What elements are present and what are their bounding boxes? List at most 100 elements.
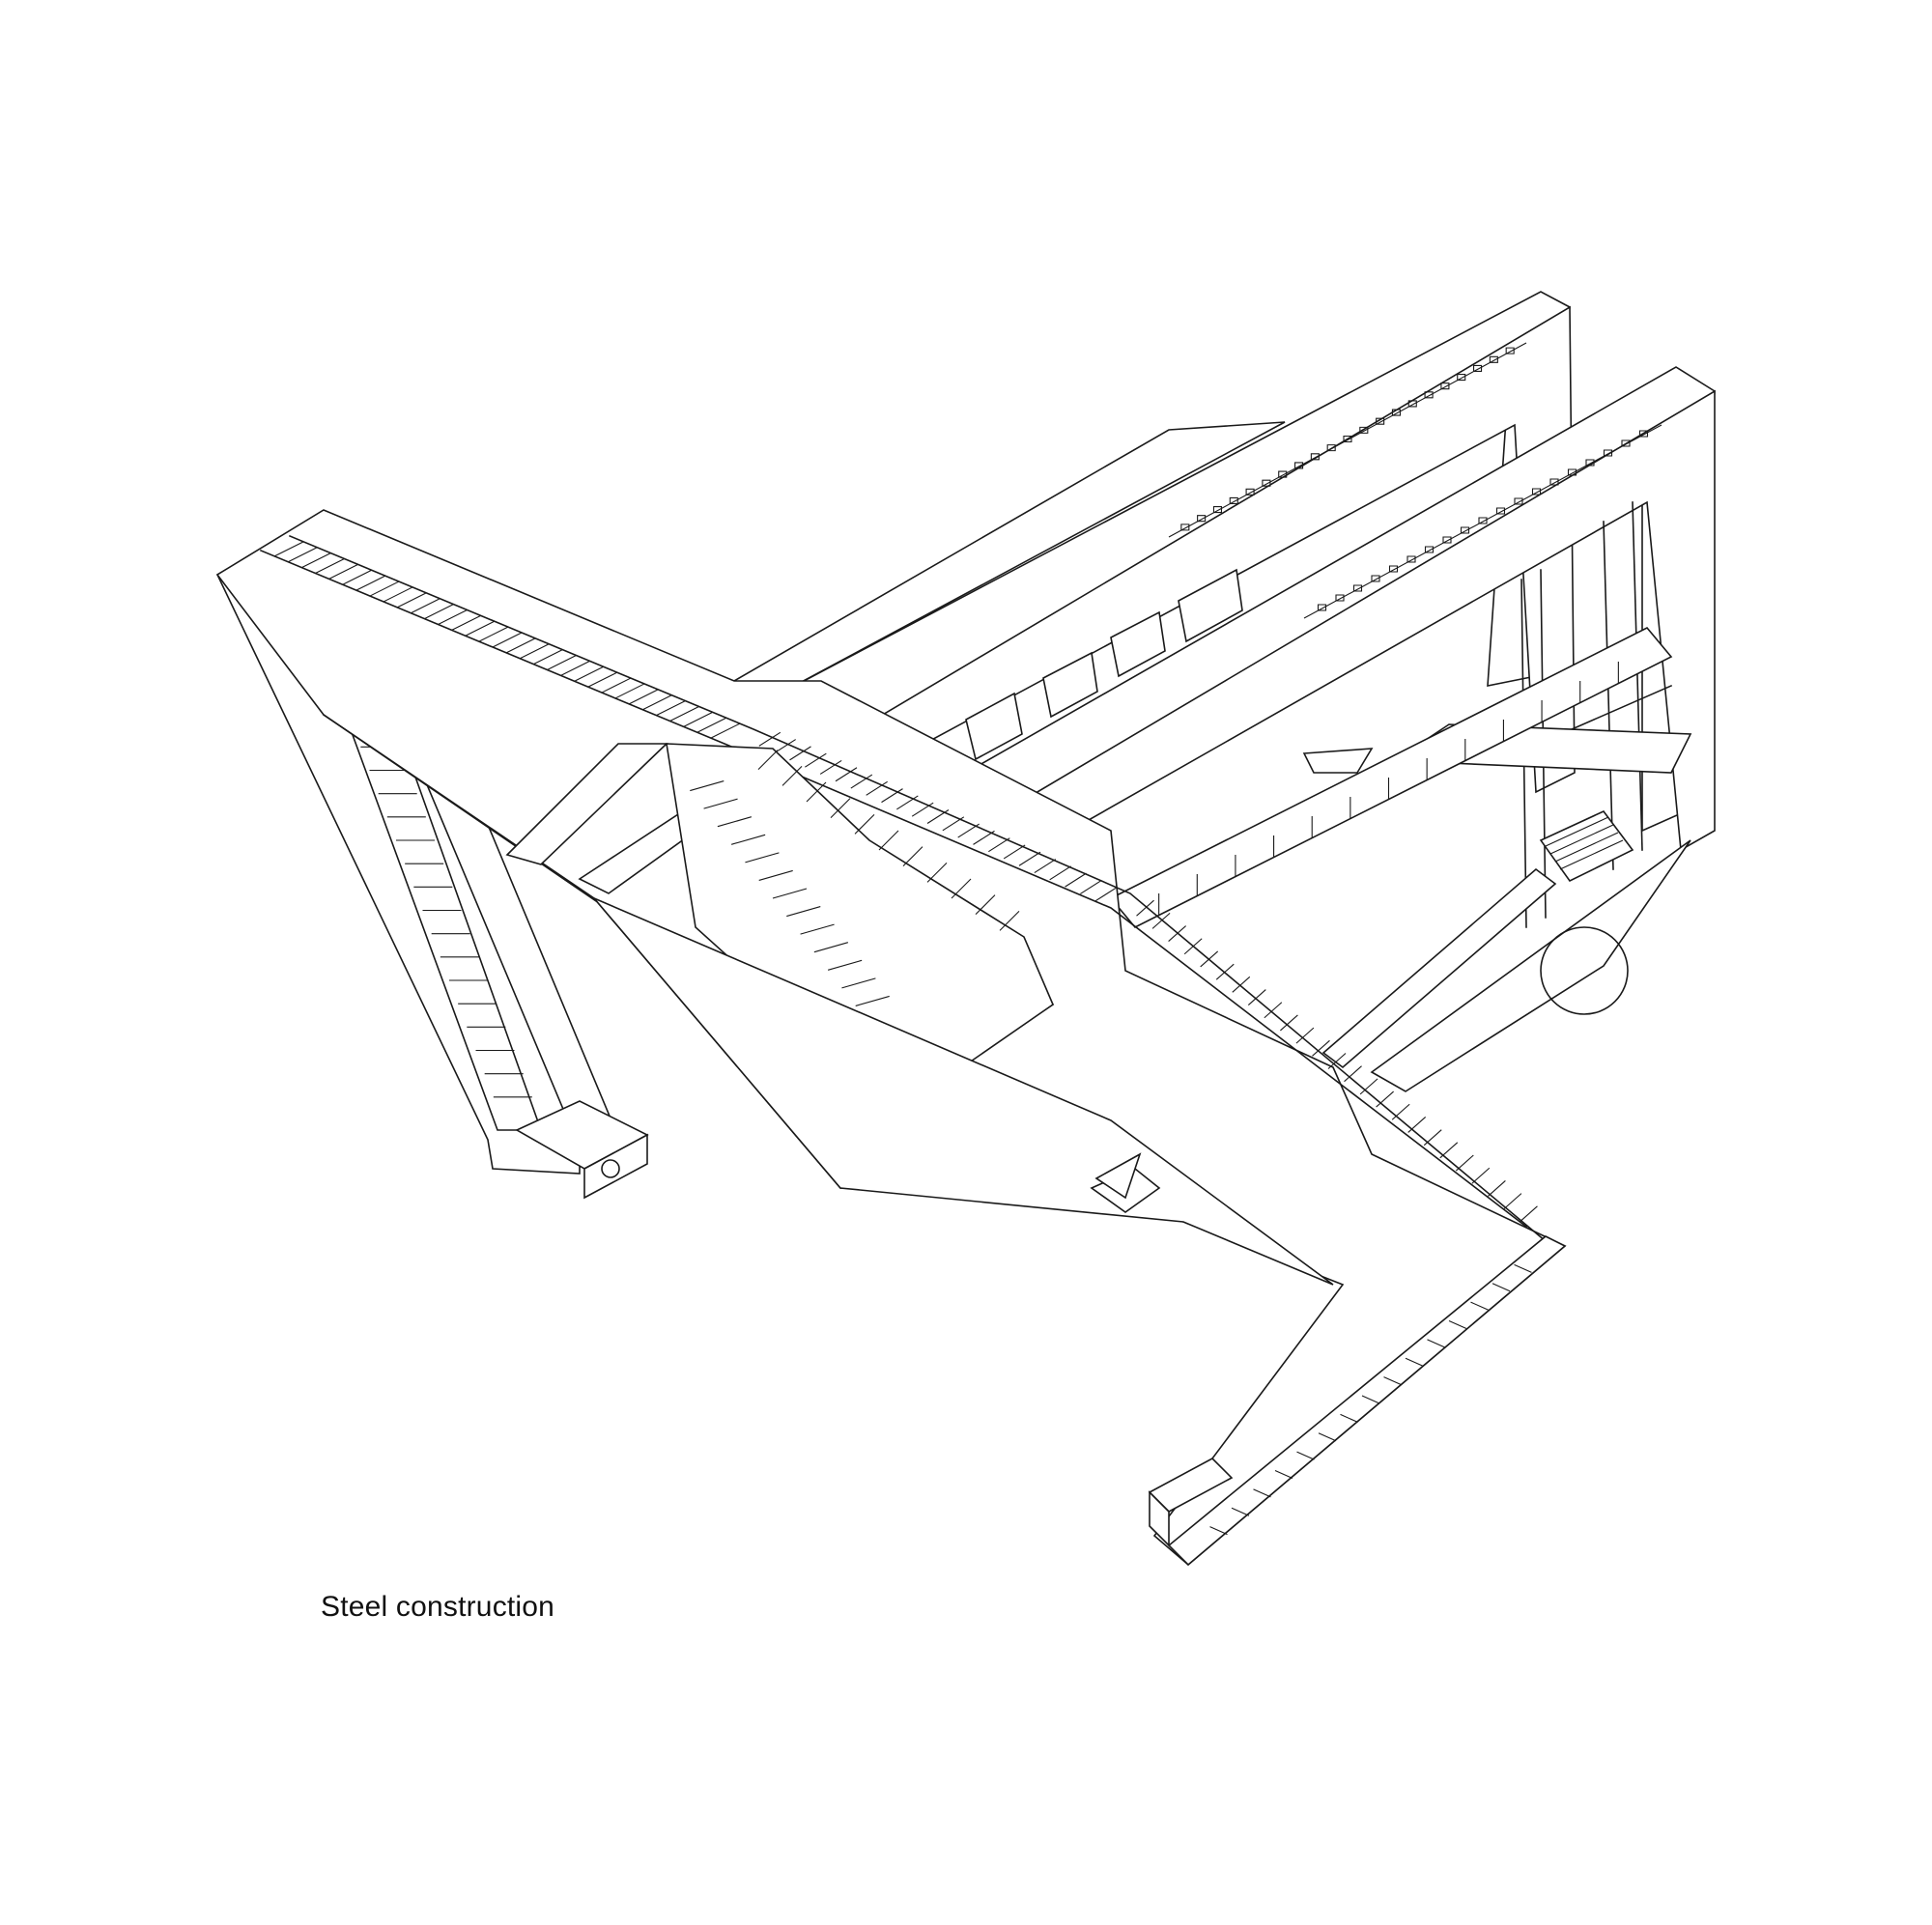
steel-member xyxy=(1275,1471,1293,1479)
steel-member xyxy=(1248,990,1265,1005)
steel-member xyxy=(1004,845,1025,859)
rail-stud xyxy=(1490,356,1497,362)
tube-opening xyxy=(602,1160,619,1177)
rail-stud xyxy=(1426,547,1434,552)
steel-member xyxy=(718,817,752,827)
rail-stud xyxy=(1311,454,1319,460)
rail-stud xyxy=(1515,498,1522,504)
steel-member xyxy=(1065,873,1087,887)
rail-stud xyxy=(1605,450,1612,456)
rail-stud xyxy=(1407,556,1415,562)
rail-stud xyxy=(1392,410,1400,415)
steel-member xyxy=(1137,900,1154,916)
steel-member xyxy=(820,760,841,774)
steel-member xyxy=(1392,1104,1409,1119)
steel-member xyxy=(974,831,995,844)
steel-member xyxy=(831,799,850,818)
steel-member xyxy=(329,564,358,579)
lower-v-blade xyxy=(594,898,1333,1285)
steel-member xyxy=(1210,1527,1228,1535)
steel-member xyxy=(782,766,802,785)
wheel-joint xyxy=(1541,927,1628,1014)
steel-member xyxy=(1184,939,1202,954)
steel-member xyxy=(927,810,949,824)
right-foot-cells xyxy=(1210,1264,1532,1534)
steel-member xyxy=(1362,1396,1379,1403)
steel-member xyxy=(1254,1489,1271,1497)
steel-member xyxy=(1280,1015,1297,1031)
steel-member xyxy=(1341,1414,1358,1422)
steel-member xyxy=(384,587,412,602)
steel-member xyxy=(1520,1206,1537,1222)
rail-stud xyxy=(1327,445,1335,451)
steel-member xyxy=(1472,1168,1490,1183)
rail-stud xyxy=(1550,479,1558,485)
steel-member xyxy=(828,960,862,970)
steel-member xyxy=(684,712,713,726)
steel-member xyxy=(561,661,590,675)
rail-stud xyxy=(1246,489,1254,495)
steel-member xyxy=(588,672,617,687)
steel-member xyxy=(775,740,796,753)
steel-member xyxy=(805,753,826,767)
steel-member xyxy=(315,559,344,574)
steel-member xyxy=(1152,913,1170,928)
steel-member xyxy=(1360,1079,1378,1094)
rail-stud xyxy=(1569,469,1577,475)
rear-blade-group xyxy=(734,292,1715,1091)
rail-stud xyxy=(1533,489,1541,495)
steel-member xyxy=(1035,860,1056,873)
steel-member xyxy=(288,548,317,562)
steel-member xyxy=(1449,1321,1466,1329)
rear-rail-studs xyxy=(1181,348,1648,610)
steel-member xyxy=(1377,1091,1394,1107)
steel-member xyxy=(801,924,835,934)
rail-stud xyxy=(1263,480,1270,486)
steel-member xyxy=(759,870,793,880)
steel-member xyxy=(786,907,820,917)
steel-member xyxy=(439,609,468,624)
steel-member xyxy=(411,599,440,613)
steel-member xyxy=(773,889,807,898)
rail-stud xyxy=(1279,471,1287,477)
steel-member xyxy=(575,666,604,681)
steel-member xyxy=(452,615,481,630)
steel-member xyxy=(1050,866,1071,880)
rail-stud xyxy=(1441,383,1449,389)
steel-member xyxy=(759,732,781,746)
rail-stud xyxy=(1230,497,1237,503)
steel-member xyxy=(466,621,495,636)
steel-member xyxy=(758,750,778,770)
blade-far-right xyxy=(1372,840,1690,1091)
steel-member xyxy=(343,570,372,584)
right-foot xyxy=(1150,1236,1565,1565)
steel-member xyxy=(1428,1340,1445,1347)
steel-member xyxy=(602,678,631,693)
steel-member xyxy=(1080,880,1101,893)
steel-member xyxy=(424,605,453,619)
steel-member xyxy=(1319,1433,1336,1441)
steel-member xyxy=(903,847,923,866)
steel-member xyxy=(1424,1130,1441,1146)
steel-member xyxy=(867,781,888,795)
steel-member xyxy=(807,782,826,802)
steel-member xyxy=(1328,1054,1346,1069)
steel-member xyxy=(711,723,740,738)
steel-member xyxy=(670,706,699,721)
rail-stud xyxy=(1408,401,1416,407)
rail-stud xyxy=(1181,524,1189,530)
upper-right-beam xyxy=(1111,628,1671,927)
steel-member xyxy=(370,581,399,596)
steel-member xyxy=(927,863,947,882)
steel-member xyxy=(1406,1358,1423,1366)
steel-member xyxy=(642,695,671,710)
steel-member xyxy=(697,718,726,732)
steel-member xyxy=(912,803,933,816)
steel-member xyxy=(1492,1284,1510,1291)
steel-member xyxy=(841,978,875,988)
rail-stud xyxy=(1640,431,1648,437)
steel-member xyxy=(1296,1028,1314,1043)
inner-frame-cells xyxy=(690,750,1019,1006)
rail-stud xyxy=(1497,508,1505,514)
